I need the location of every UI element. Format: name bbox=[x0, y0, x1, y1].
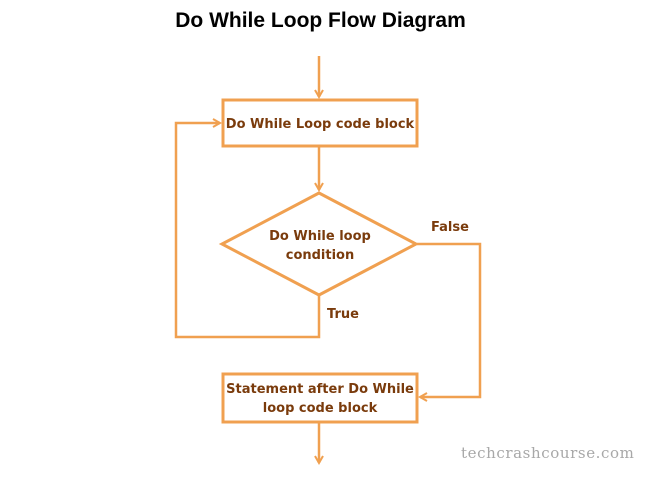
code-block-label: Do While Loop code block bbox=[226, 117, 415, 132]
false-edge-label: False bbox=[431, 220, 469, 235]
after-statement-label-line1: Statement after Do While bbox=[226, 382, 414, 397]
condition-label-line1: Do While loop bbox=[269, 229, 371, 244]
after-statement-label-line2: loop code block bbox=[263, 401, 378, 416]
condition-diamond bbox=[218, 191, 420, 297]
diagram-title: Do While Loop Flow Diagram bbox=[175, 9, 466, 32]
watermark-text: techcrashcourse.com bbox=[461, 444, 635, 462]
code-block-box bbox=[221, 98, 419, 148]
false-path-arrow bbox=[417, 242, 482, 397]
after-statement-box bbox=[221, 372, 419, 424]
true-loop-back-arrow bbox=[174, 123, 321, 339]
true-edge-label: True bbox=[327, 307, 359, 322]
condition-label-line2: condition bbox=[286, 248, 355, 263]
